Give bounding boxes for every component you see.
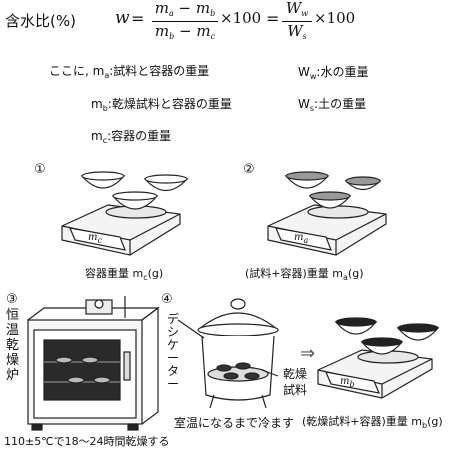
step1-display: mc — [88, 232, 102, 245]
definition-ws: Ws:土の重量 — [298, 97, 367, 113]
formula-w: w — [115, 8, 130, 28]
oven-label: 恒温乾燥炉 — [6, 308, 20, 383]
step4-cool-caption: 室温になるまで冷ます — [174, 416, 295, 430]
formula-eq: = — [131, 9, 145, 28]
step2-number: ② — [243, 162, 255, 177]
formula-times100b: ×100 — [314, 9, 356, 27]
formula-eq2: = — [266, 9, 280, 28]
fraction1-denominator: mb − mc — [154, 22, 216, 41]
dried-sample-label-line1: 乾燥 — [283, 367, 308, 381]
definition-ma: ここに, ma:試料と容器の重量 — [49, 64, 210, 80]
fraction2-numerator: Ww — [285, 0, 309, 18]
definition-ww: Ww:水の重量 — [298, 65, 369, 81]
fraction2-bar — [282, 21, 312, 22]
step4-number: ④ — [161, 292, 173, 307]
arrow-icon: ⇒ — [300, 343, 316, 364]
formula-label: 含水比(%) — [5, 12, 76, 30]
fraction1-bar — [152, 21, 218, 22]
formula-times100: ×100 — [220, 9, 262, 27]
step3-number: ③ — [6, 292, 18, 307]
step2-display: ma — [294, 232, 309, 245]
fraction2-denominator: Ws — [287, 22, 307, 41]
oven-handle — [123, 351, 131, 381]
step1-caption: 容器重量 mc(g) — [85, 267, 164, 282]
oven-window — [43, 339, 121, 401]
step4-caption: (乾燥試料+容器)重量 mb(g) — [302, 415, 443, 430]
step1-number: ① — [34, 162, 46, 177]
fraction1-numerator: ma − mb — [154, 0, 216, 18]
step4-display: mb — [340, 376, 355, 389]
definition-mb: mb:乾燥試料と容器の重量 — [91, 97, 232, 113]
dried-sample-label-line2: 試料 — [283, 383, 308, 397]
desiccator-label: デシケーター — [167, 312, 180, 391]
step2-caption: (試料+容器)重量 ma(g) — [245, 267, 364, 282]
step3-caption: 110±5℃で18～24時間乾燥する — [4, 435, 170, 448]
definition-mc: mc:容器の重量 — [91, 129, 172, 145]
